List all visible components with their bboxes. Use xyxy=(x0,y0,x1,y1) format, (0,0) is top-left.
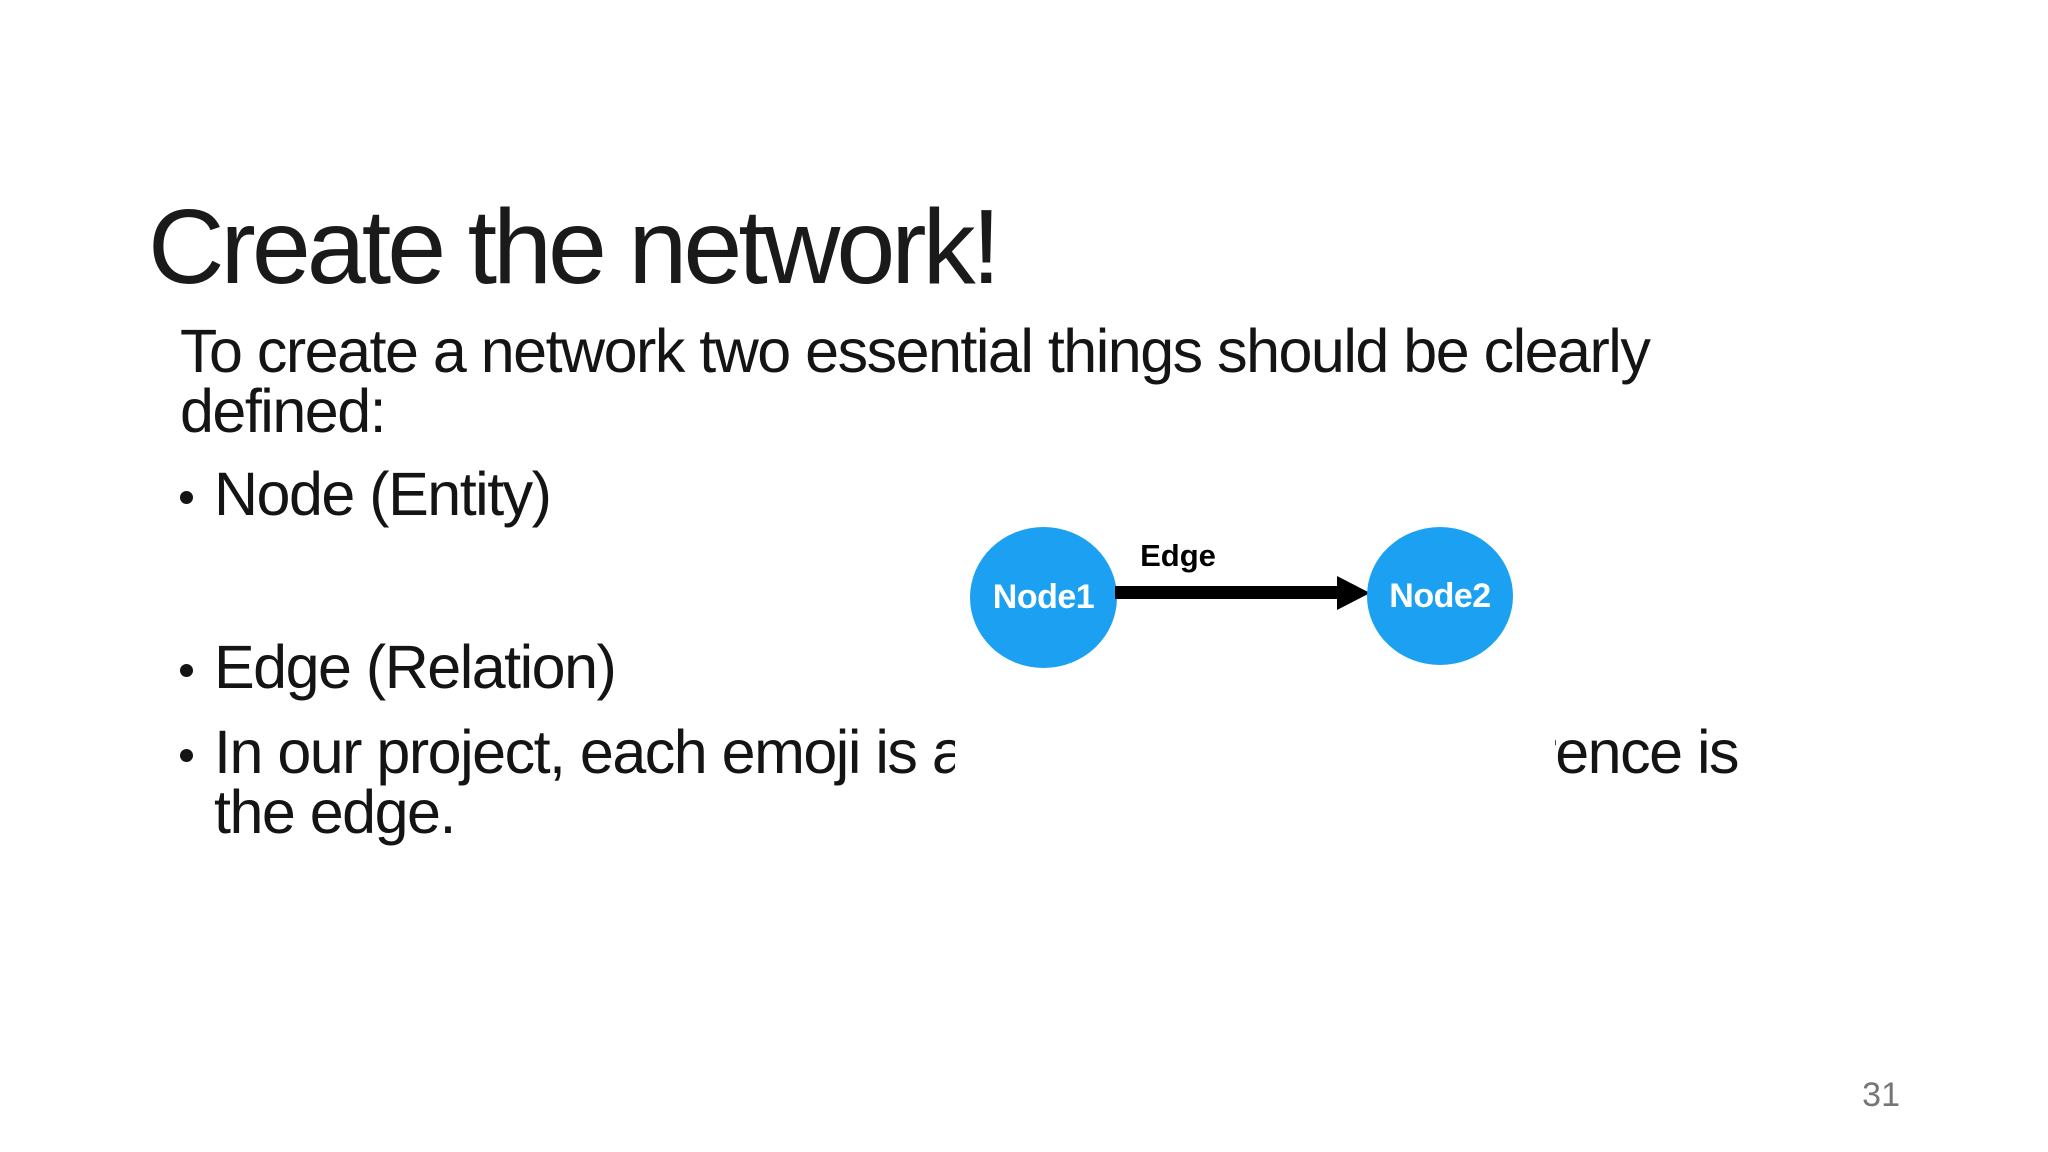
intro-line-1: To create a network two essential things… xyxy=(180,317,1651,385)
node1-label: Node1 xyxy=(992,578,1095,616)
arrow-head-icon xyxy=(1337,576,1370,610)
bullet-label: Node (Entity) xyxy=(214,460,552,528)
bullet-icon xyxy=(180,664,193,677)
node2-label: Node2 xyxy=(1389,576,1491,615)
bullet-project-description: In our project, each emoji is a node and… xyxy=(180,718,1740,846)
page-number: 31 xyxy=(1862,1076,1900,1114)
bullet-edge-relation: Edge (Relation) xyxy=(180,637,617,698)
diagram-node2: Node2 xyxy=(1367,527,1513,665)
edge-label: Edge xyxy=(1140,538,1216,573)
bullet-node-entity: Node (Entity) xyxy=(180,464,552,525)
intro-paragraph: To create a network two essential things… xyxy=(180,317,1651,445)
diagram-node1: Node1 xyxy=(970,527,1117,668)
bullet-line-2: the edge. xyxy=(214,778,456,846)
bullet-label: Edge (Relation) xyxy=(214,633,617,701)
slide-title: Create the network! xyxy=(148,188,1001,307)
intro-line-2: defined: xyxy=(180,377,387,445)
bullet-icon xyxy=(180,491,193,504)
bullet-line-1: In our project, each emoji is a node and… xyxy=(214,718,1740,786)
bullet-icon xyxy=(180,749,193,762)
arrow-shaft xyxy=(1115,586,1340,599)
